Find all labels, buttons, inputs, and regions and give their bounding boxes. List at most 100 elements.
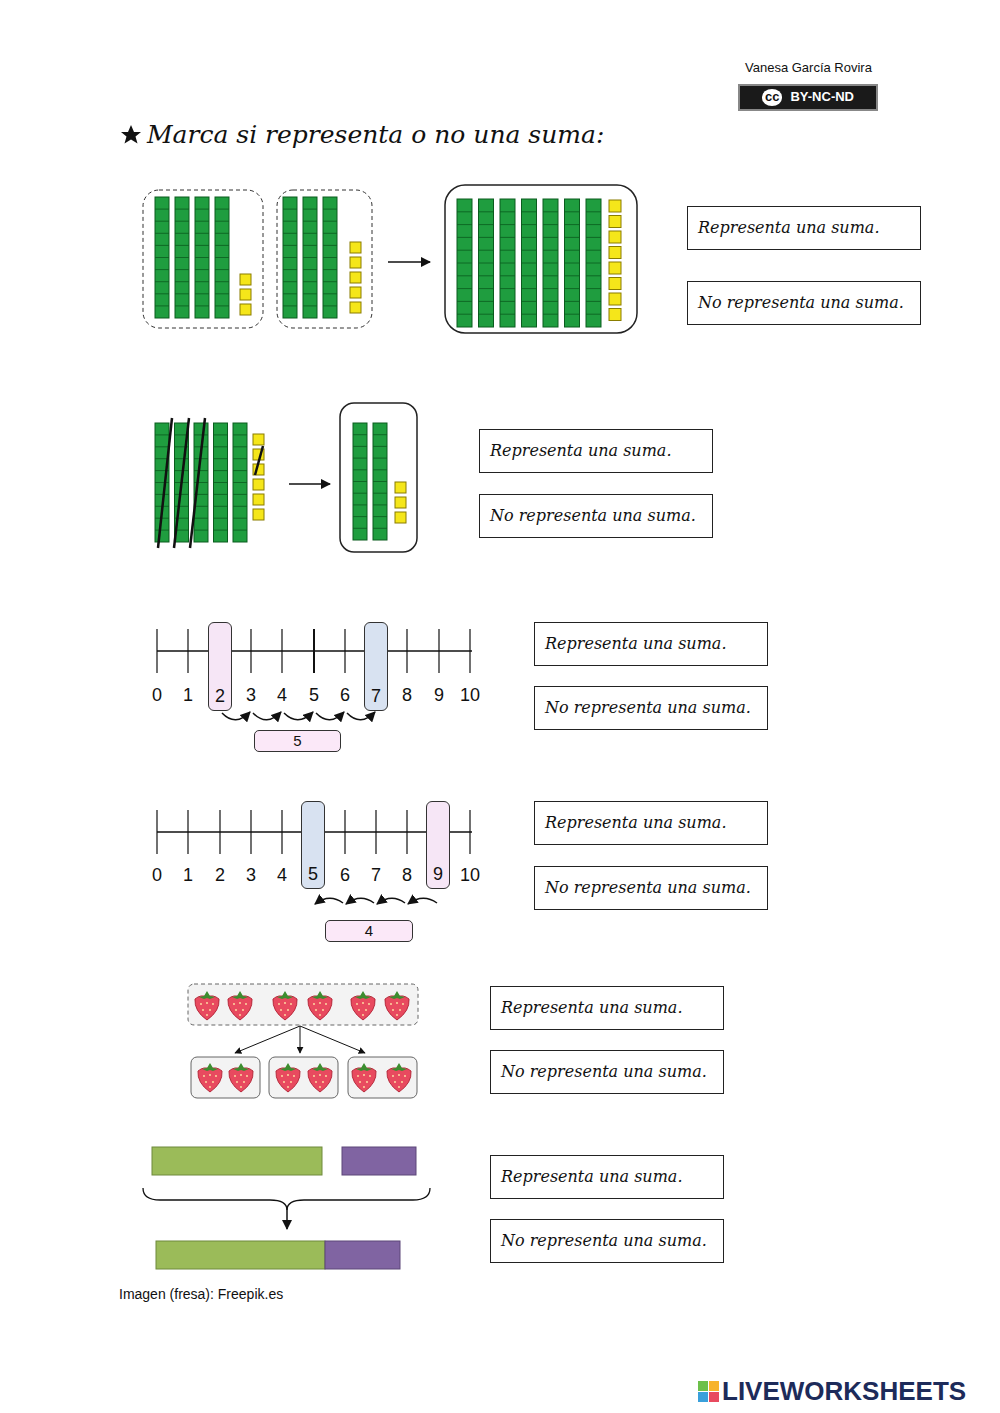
number-label: 10: [460, 686, 480, 706]
ten-rod: [457, 199, 472, 327]
group-frame: [277, 190, 372, 328]
unit-cube: [609, 278, 621, 290]
hop-arc: [346, 898, 374, 904]
number-text: 7: [371, 687, 381, 707]
tick-mark: [156, 629, 157, 673]
ten-rod: [586, 199, 601, 327]
number-text: 2: [215, 687, 225, 707]
tick-mark: [250, 810, 251, 854]
strawberry: [387, 1063, 411, 1092]
strawberry: [228, 991, 252, 1020]
number-text: 5: [293, 733, 301, 750]
result-frame: [340, 403, 417, 552]
answer-box: No representa una suma.: [534, 686, 768, 730]
unit-cube: [395, 482, 406, 493]
answer-box: Representa una suma.: [534, 801, 768, 845]
hop-arc: [315, 898, 343, 904]
number-label: 7: [371, 866, 381, 886]
strawberry: [276, 1063, 300, 1092]
ten-rod: [323, 197, 337, 318]
unit-cube: [609, 309, 621, 321]
group-frame: [188, 984, 418, 1025]
tick-mark: [469, 629, 470, 673]
tick-mark: [219, 810, 220, 854]
ten-rod: [175, 197, 189, 318]
number-label: 1: [183, 686, 193, 706]
tick-mark: [156, 810, 157, 854]
unit-cube: [350, 302, 361, 313]
answer-box: Representa una suma.: [490, 1155, 724, 1199]
number-label: 10: [460, 866, 480, 886]
number-label: 8: [402, 686, 412, 706]
unit-cube: [350, 257, 361, 268]
group-frame: [191, 1057, 260, 1098]
number-label: 4: [277, 686, 287, 706]
highlight-marker: 7: [364, 622, 388, 711]
ten-rod: [155, 197, 169, 318]
tick-mark: [406, 810, 407, 854]
logo-square: [698, 1381, 708, 1391]
ten-rod: [155, 423, 169, 542]
strawberry: [308, 1063, 332, 1092]
number-label: 5: [309, 686, 319, 706]
unit-cube: [240, 289, 251, 300]
brace: [143, 1188, 430, 1210]
highlight-marker: 2: [208, 622, 232, 711]
ten-rod: [543, 199, 558, 327]
cc-logo: cc: [762, 89, 782, 105]
strike-line: [158, 418, 172, 548]
ten-rod: [194, 423, 208, 542]
ten-rod: [283, 197, 297, 318]
answer-text: No representa una suma.: [545, 879, 751, 897]
number-label: 0: [152, 686, 162, 706]
answer-box: No representa una suma.: [490, 1219, 724, 1263]
ten-rod: [233, 423, 247, 542]
image-credit: Imagen (fresa): Freepik.es: [119, 1287, 283, 1302]
tick-mark: [187, 629, 188, 673]
logo-square: [709, 1392, 719, 1402]
answer-text: Representa una suma.: [501, 1168, 682, 1186]
unit-cube: [350, 272, 361, 283]
arrow: [289, 483, 330, 485]
green-bar: [156, 1241, 325, 1269]
answer-text: No representa una suma.: [698, 294, 904, 312]
answer-text: Representa una suma.: [545, 814, 726, 832]
ten-rod: [479, 199, 494, 327]
purple-bar: [325, 1241, 400, 1269]
unit-cube: [609, 216, 621, 228]
number-label: 0: [152, 866, 162, 886]
number-label: 8: [402, 866, 412, 886]
jump-count-box: 5: [254, 730, 341, 752]
strawberry: [351, 991, 375, 1020]
tick-mark: [344, 629, 345, 673]
ten-rod: [522, 199, 537, 327]
ten-rod: [500, 199, 515, 327]
author-name: Vanesa García Rovira: [745, 61, 872, 75]
answer-box: No representa una suma.: [534, 866, 768, 910]
answer-text: Representa una suma.: [501, 999, 682, 1017]
tick-mark: [375, 810, 376, 854]
number-label: 3: [246, 866, 256, 886]
answer-text: No representa una suma.: [501, 1063, 707, 1081]
unit-cube: [350, 242, 361, 253]
ten-rod: [215, 197, 229, 318]
tick-mark: [281, 810, 282, 854]
license-text: BY-NC-ND: [790, 90, 854, 104]
unit-cube: [253, 509, 264, 520]
unit-cube: [253, 479, 264, 490]
answer-text: No representa una suma.: [501, 1232, 707, 1250]
logo-square: [709, 1381, 719, 1391]
ten-rod: [353, 423, 367, 540]
unit-cube: [609, 247, 621, 259]
unit-cube: [609, 231, 621, 243]
answer-box: Representa una suma.: [687, 206, 921, 250]
strawberry: [198, 1063, 222, 1092]
answer-box: Representa una suma.: [479, 429, 713, 473]
group-frame: [269, 1057, 338, 1098]
worksheet-title: Marca si representa o no una suma:: [147, 120, 604, 149]
answer-text: No representa una suma.: [545, 699, 751, 717]
strawberry: [385, 991, 409, 1020]
number-text: 9: [433, 865, 443, 885]
tick-mark: [281, 629, 282, 673]
answer-text: Representa una suma.: [490, 442, 671, 460]
